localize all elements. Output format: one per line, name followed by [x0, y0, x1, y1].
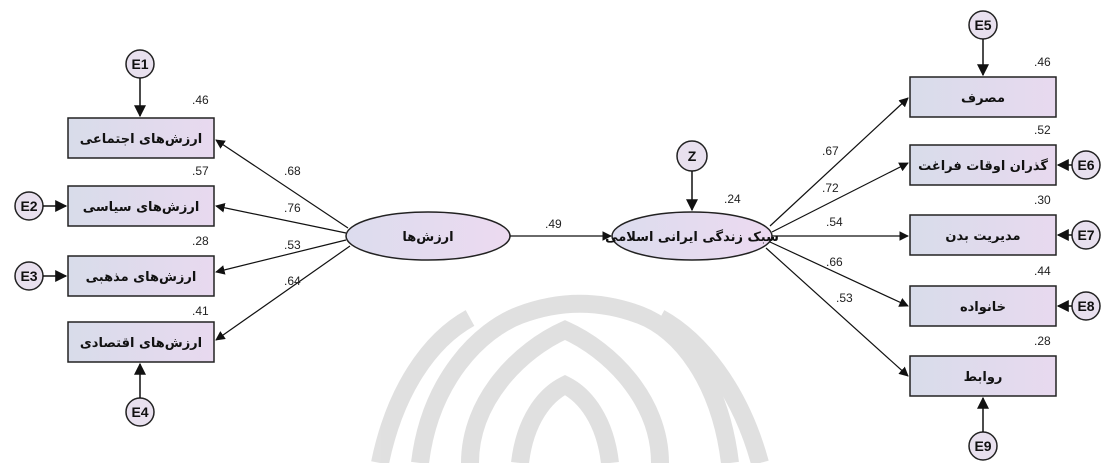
svg-text:E5: E5 — [974, 17, 991, 33]
path-coefficient: .49 — [545, 217, 562, 231]
r-squared: .41 — [192, 304, 209, 318]
loading-label: .72 — [822, 181, 839, 195]
r-squared: .28 — [192, 234, 209, 248]
error-e8: E8 — [1056, 291, 1101, 321]
svg-text:E6: E6 — [1077, 157, 1094, 173]
svg-text:E8: E8 — [1077, 298, 1094, 314]
left-loadings — [215, 139, 351, 341]
svg-text:سبک زندگی ایرانی اسلامی: سبک زندگی ایرانی اسلامی — [605, 229, 779, 245]
loading-label: .53 — [836, 291, 853, 305]
svg-text:E4: E4 — [131, 404, 148, 420]
r-squared: .52 — [1034, 123, 1051, 137]
svg-text:E7: E7 — [1077, 227, 1094, 243]
indicator-label: ارزش‌های مذهبی — [86, 270, 197, 285]
error-e4: E4 — [125, 362, 155, 427]
indicator-label: ارزش‌های اجتماعی — [80, 132, 202, 147]
svg-text:Z: Z — [688, 148, 697, 164]
error-e6: E6 — [1056, 150, 1101, 180]
left-indicator-1: ارزش‌های اجتماعی .46 — [67, 93, 215, 159]
left-indicator-2: ارزش‌های سیاسی .57 — [67, 164, 215, 227]
right-loadings — [765, 97, 909, 377]
right-indicator-3: مدیریت بدن .30 — [909, 193, 1057, 256]
right-indicator-2: گذران اوقات فراغت .52 — [909, 123, 1057, 186]
error-e5: E5 — [968, 10, 998, 77]
left-indicator-3: ارزش‌های مذهبی .28 — [67, 234, 215, 297]
svg-text:E1: E1 — [131, 56, 148, 72]
indicator-label: گذران اوقات فراغت — [918, 158, 1048, 174]
r-squared: .30 — [1034, 193, 1051, 207]
r-squared: .44 — [1034, 264, 1051, 278]
svg-text:E2: E2 — [20, 198, 37, 214]
r-squared: .28 — [1034, 334, 1051, 348]
loading-label: .68 — [284, 164, 301, 178]
indicator-label: ارزش‌های اقتصادی — [80, 336, 202, 351]
loading-label: .67 — [822, 144, 839, 158]
structural-path: .49 — [510, 217, 612, 241]
svg-text:E9: E9 — [974, 438, 991, 454]
loading-label: .66 — [826, 255, 843, 269]
right-indicator-1: مصرف .46 — [909, 55, 1057, 118]
right-indicator-5: روابط .28 — [909, 334, 1057, 397]
indicator-label: مصرف — [961, 91, 1005, 106]
svg-text:E3: E3 — [20, 268, 37, 284]
indicator-label: روابط — [964, 370, 1003, 385]
error-e9: E9 — [968, 396, 998, 461]
watermark-logo — [371, 294, 769, 463]
loading-label: .54 — [826, 215, 843, 229]
r-squared: .57 — [192, 164, 209, 178]
latent-lifestyle: سبک زندگی ایرانی اسلامی .24 — [605, 192, 779, 261]
error-e7: E7 — [1056, 220, 1101, 250]
error-e2: E2 — [14, 191, 68, 221]
error-e3: E3 — [14, 261, 68, 291]
r-squared: .24 — [724, 192, 741, 206]
loading-label: .53 — [284, 238, 301, 252]
disturbance-z: Z — [676, 140, 708, 212]
right-indicator-4: خانواده .44 — [909, 264, 1057, 327]
loading-label: .76 — [284, 201, 301, 215]
loading-label: .64 — [284, 274, 301, 288]
r-squared: .46 — [192, 93, 209, 107]
r-squared: .46 — [1034, 55, 1051, 69]
latent-values: ارزش‌ها — [345, 211, 511, 261]
left-indicator-4: ارزش‌های اقتصادی .41 — [67, 304, 215, 363]
svg-text:ارزش‌ها: ارزش‌ها — [402, 230, 453, 245]
indicator-label: خانواده — [960, 300, 1006, 315]
indicator-label: مدیریت بدن — [945, 229, 1020, 244]
indicator-label: ارزش‌های سیاسی — [83, 200, 200, 215]
error-e1: E1 — [125, 49, 155, 118]
